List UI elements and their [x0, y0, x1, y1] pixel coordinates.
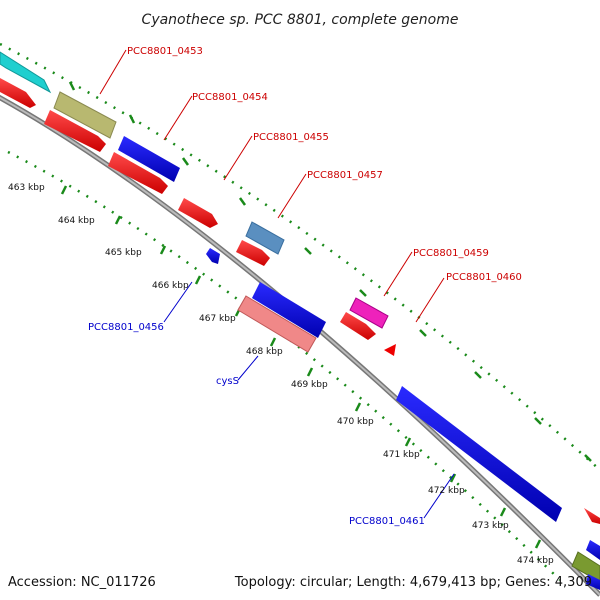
gene-red	[44, 110, 106, 152]
scale-label: 464 kbp	[58, 216, 95, 226]
gene-label: PCC8801_0459	[413, 248, 489, 259]
gene-blue-long	[396, 386, 562, 522]
gene-red-tiny	[384, 344, 396, 356]
map-title: Cyanothece sp. PCC 8801, complete genome	[142, 12, 459, 28]
gene-label: cysS	[216, 376, 239, 387]
leader-lines	[99, 49, 455, 519]
scale-label: 472 kbp	[428, 486, 465, 496]
scale-label: 473 kbp	[472, 521, 509, 531]
scale-labels: 463 kbp 464 kbp 465 kbp 466 kbp 467 kbp …	[8, 183, 554, 566]
gene-olive	[571, 551, 600, 583]
scale-label: 470 kbp	[337, 417, 374, 427]
gene-steelblue	[245, 221, 285, 255]
gene-red	[108, 152, 168, 194]
gene-magenta	[349, 297, 389, 329]
scale-label: 467 kbp	[199, 314, 236, 324]
scale-label: 465 kbp	[105, 248, 142, 258]
gene-blue-small	[206, 248, 220, 264]
gene-olive	[53, 91, 117, 139]
gene-label: PCC8801_0454	[192, 92, 268, 103]
scale-label: 469 kbp	[291, 380, 328, 390]
scale-label: 474 kbp	[517, 556, 554, 566]
gene-red	[584, 508, 600, 524]
accession-text: Accession: NC_011726	[8, 575, 156, 590]
gene-blue	[118, 136, 180, 182]
topology-text: Topology: circular; Length: 4,679,413 bp…	[234, 575, 592, 590]
gene-blue	[586, 540, 600, 560]
gene-salmon	[237, 295, 317, 353]
gene-red	[178, 198, 218, 228]
scale-label: 463 kbp	[8, 183, 45, 193]
inner-ticks	[60, 185, 542, 549]
gene-blue	[586, 574, 600, 590]
gene-label: PCC8801_0456	[88, 322, 164, 333]
scale-label: 466 kbp	[152, 281, 189, 291]
scale-label: 471 kbp	[383, 450, 420, 460]
scale-label: 468 kbp	[246, 347, 283, 357]
gene-label: PCC8801_0453	[127, 46, 203, 57]
gene-label: PCC8801_0455	[253, 132, 329, 143]
gene-blue-large	[252, 282, 326, 338]
outer-ticks	[68, 81, 592, 462]
gene-red	[236, 240, 270, 266]
gene-label: PCC8801_0457	[307, 170, 383, 181]
gene-features	[0, 51, 600, 590]
gene-red	[340, 312, 376, 340]
gene-red	[0, 78, 36, 108]
gene-label: PCC8801_0460	[446, 272, 522, 283]
gene-label: PCC8801_0461	[349, 516, 425, 527]
gene-cyan	[0, 51, 52, 94]
